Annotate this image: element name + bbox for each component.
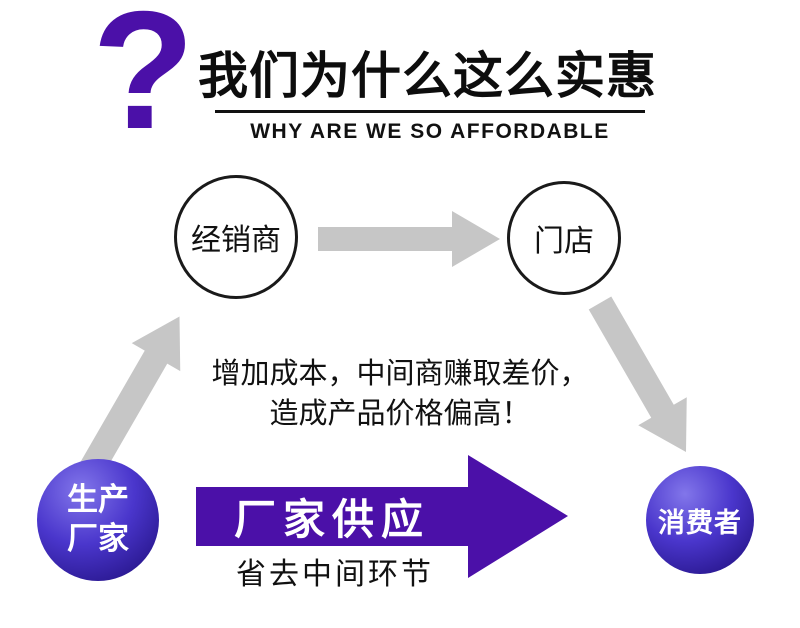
distributor-node: 经销商 xyxy=(174,175,298,299)
question-mark-graphic: ? xyxy=(92,0,195,164)
middleman-cost-note-line1: 增加成本，中间商赚取差价， xyxy=(211,358,589,390)
distributor-label: 经销商 xyxy=(191,224,281,257)
store-label: 门店 xyxy=(534,225,594,258)
arrow-distributor-to-store xyxy=(318,211,500,267)
producer-node: 生产 厂家 xyxy=(37,459,159,581)
page-subtitle: WHY ARE WE SO AFFORDABLE xyxy=(250,120,610,143)
producer-label-line1: 生产 xyxy=(67,482,129,518)
title-divider xyxy=(215,110,645,113)
producer-label-line2: 厂家 xyxy=(67,521,129,556)
factory-supply-label: 厂家供应 xyxy=(233,495,430,543)
middleman-cost-note: 增加成本，中间商赚取差价， 造成产品价格偏高！ xyxy=(150,354,650,434)
consumer-label: 消费者 xyxy=(658,507,742,538)
middleman-cost-note-line2: 造成产品价格偏高！ xyxy=(269,398,531,430)
store-node: 门店 xyxy=(507,181,621,295)
page-title: 我们为什么这么实惠 xyxy=(198,48,657,104)
skip-middleman-note: 省去中间环节 xyxy=(236,558,434,591)
consumer-node: 消费者 xyxy=(646,466,754,574)
